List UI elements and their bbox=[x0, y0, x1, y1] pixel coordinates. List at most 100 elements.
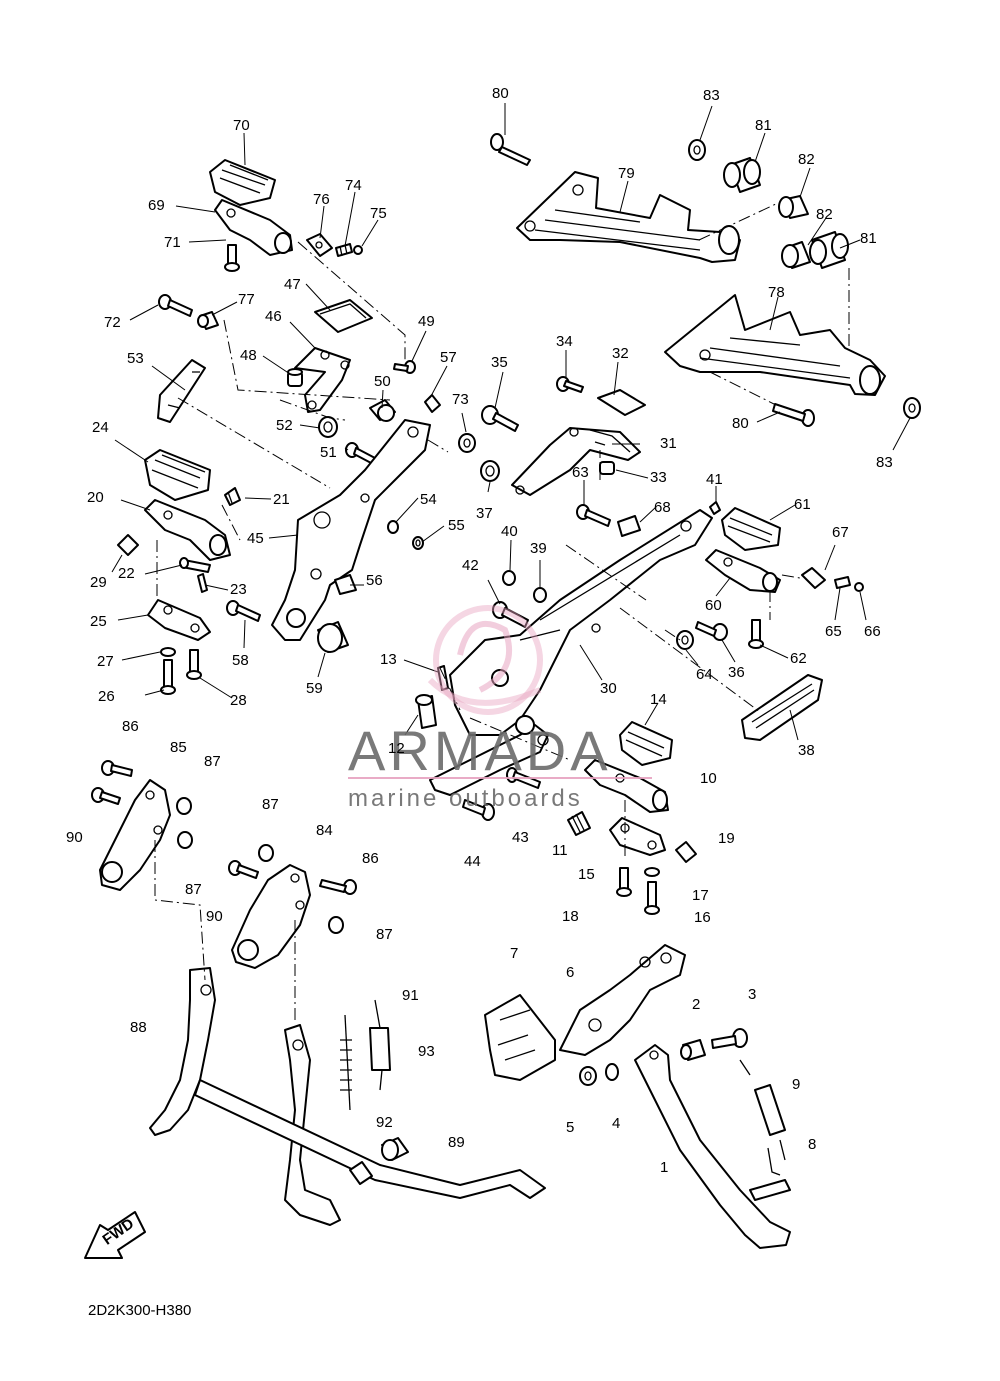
footrest-61-rubber[interactable] bbox=[721, 507, 781, 551]
bolt-36[interactable] bbox=[695, 621, 728, 641]
washer-40[interactable] bbox=[502, 570, 516, 586]
bolt-51[interactable] bbox=[345, 442, 376, 465]
washer-27[interactable] bbox=[160, 647, 176, 657]
bolt-90-bottom[interactable] bbox=[228, 860, 259, 879]
spring-93[interactable] bbox=[369, 999, 391, 1091]
bushing-83-top[interactable] bbox=[688, 139, 706, 161]
nut-37[interactable] bbox=[480, 460, 500, 482]
nut-87-a[interactable] bbox=[176, 797, 192, 815]
bracket-31[interactable] bbox=[511, 427, 641, 496]
nut-87-c[interactable] bbox=[258, 844, 274, 862]
bolt-58[interactable] bbox=[226, 600, 261, 622]
rear-footrest-bracket-right[interactable] bbox=[516, 171, 741, 263]
bolt-80-bottom[interactable] bbox=[772, 403, 815, 427]
nut-5[interactable] bbox=[579, 1066, 597, 1086]
collar-82-mid[interactable] bbox=[781, 241, 811, 269]
pin-13[interactable] bbox=[437, 665, 449, 691]
plate-53[interactable] bbox=[157, 359, 206, 423]
bolt-35[interactable] bbox=[481, 405, 519, 432]
bolt-90-top[interactable] bbox=[91, 787, 121, 805]
rubber-33[interactable] bbox=[599, 461, 615, 475]
callout-c77: 77 bbox=[238, 291, 255, 308]
bolt-71[interactable] bbox=[224, 244, 240, 272]
bolt-62[interactable] bbox=[748, 619, 764, 649]
collar-59[interactable] bbox=[317, 621, 349, 653]
spring-9[interactable] bbox=[739, 1059, 786, 1161]
bolt-63[interactable] bbox=[576, 504, 611, 527]
cotter-pin-23[interactable] bbox=[197, 573, 208, 593]
pin-22[interactable] bbox=[179, 557, 211, 573]
bracket-85[interactable] bbox=[99, 779, 171, 891]
spring-92[interactable] bbox=[340, 1014, 352, 1111]
hook-8[interactable] bbox=[767, 1147, 781, 1176]
bolt-18[interactable] bbox=[616, 867, 632, 897]
sidestand-1[interactable] bbox=[634, 1044, 791, 1249]
footrest-24-rubber[interactable] bbox=[144, 449, 211, 501]
footrest-60-body[interactable] bbox=[705, 549, 781, 593]
bolt-86-bottom[interactable] bbox=[319, 879, 357, 895]
plate-76[interactable] bbox=[306, 233, 333, 257]
collar-50[interactable] bbox=[369, 399, 396, 422]
switch-7[interactable] bbox=[484, 994, 556, 1081]
footrest-20-body[interactable] bbox=[144, 499, 231, 561]
rubber-29[interactable] bbox=[117, 534, 139, 556]
ball-75[interactable] bbox=[353, 245, 363, 255]
rubber-19[interactable] bbox=[675, 841, 697, 863]
spring-11[interactable] bbox=[567, 811, 591, 836]
bolt-3[interactable] bbox=[711, 1028, 748, 1049]
nut-64[interactable] bbox=[676, 630, 694, 650]
rubber-48[interactable] bbox=[287, 368, 303, 387]
spring-74[interactable] bbox=[335, 243, 353, 257]
spring-21[interactable] bbox=[224, 487, 241, 506]
collar-82-top[interactable] bbox=[778, 195, 809, 219]
plate-67[interactable] bbox=[801, 567, 826, 589]
pin-41[interactable] bbox=[709, 501, 721, 515]
bushing-81-top[interactable] bbox=[723, 157, 761, 193]
washer-54[interactable] bbox=[387, 520, 399, 534]
nut-87-d[interactable] bbox=[328, 916, 344, 934]
pin-77[interactable] bbox=[197, 311, 219, 330]
bolt-34[interactable] bbox=[556, 376, 584, 393]
bolt-42[interactable] bbox=[492, 601, 529, 628]
ball-66[interactable] bbox=[854, 582, 864, 592]
plate-25[interactable] bbox=[147, 599, 211, 641]
bolt-44[interactable] bbox=[462, 799, 495, 821]
footrest-70-rubber[interactable] bbox=[209, 159, 276, 206]
bolt-80-top[interactable] bbox=[490, 133, 531, 166]
collar-2[interactable] bbox=[680, 1039, 706, 1061]
plate-38[interactable] bbox=[741, 674, 823, 741]
washer-17[interactable] bbox=[644, 867, 660, 877]
pin-68[interactable] bbox=[617, 515, 641, 537]
nut-87-b[interactable] bbox=[177, 831, 193, 849]
bolt-49[interactable] bbox=[393, 360, 416, 374]
bolt-86-top[interactable] bbox=[101, 760, 133, 777]
bracket-6[interactable] bbox=[559, 944, 686, 1056]
stopper-89[interactable] bbox=[381, 1137, 409, 1161]
rear-footrest-bracket-left[interactable] bbox=[664, 294, 886, 396]
bushing-81-mid[interactable] bbox=[809, 231, 849, 269]
washer-39[interactable] bbox=[533, 587, 547, 603]
footrest-10-body[interactable] bbox=[584, 759, 669, 813]
footrest-14-rubber[interactable] bbox=[619, 721, 673, 766]
bolt-16[interactable] bbox=[644, 881, 660, 915]
nut-55[interactable] bbox=[412, 536, 424, 550]
bracket-84[interactable] bbox=[231, 864, 311, 969]
bolt-26[interactable] bbox=[160, 659, 176, 695]
bracket-46[interactable] bbox=[294, 347, 351, 413]
cover-32[interactable] bbox=[597, 389, 646, 416]
nut-73[interactable] bbox=[458, 433, 476, 453]
pad-56[interactable] bbox=[334, 574, 357, 595]
bushing-83-bottom[interactable] bbox=[903, 397, 921, 419]
plate-15[interactable] bbox=[609, 817, 666, 856]
washer-4[interactable] bbox=[605, 1063, 619, 1081]
spring-65[interactable] bbox=[834, 576, 851, 589]
bolt-72[interactable] bbox=[158, 294, 193, 317]
cap-57[interactable] bbox=[424, 394, 441, 413]
pin-12[interactable] bbox=[415, 694, 437, 729]
cover-47[interactable] bbox=[314, 299, 373, 333]
footrest-69-body[interactable] bbox=[214, 199, 293, 256]
center-stand-88[interactable] bbox=[149, 967, 546, 1226]
bolt-28[interactable] bbox=[186, 649, 202, 680]
nut-52[interactable] bbox=[318, 416, 338, 438]
footrest-bracket-45[interactable] bbox=[271, 419, 431, 641]
